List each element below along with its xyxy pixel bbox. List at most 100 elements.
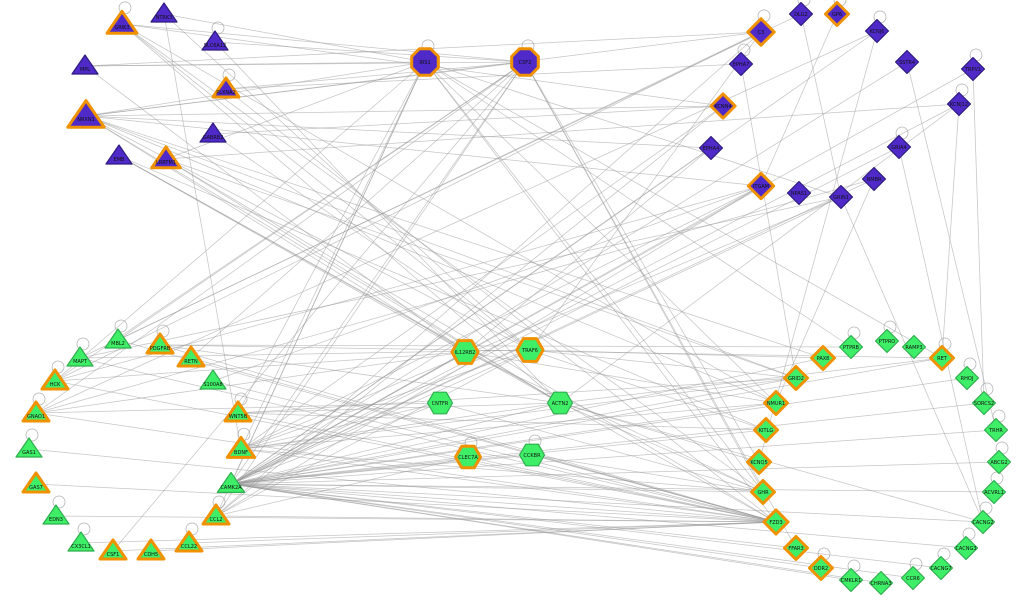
node-BDNF[interactable] xyxy=(225,435,257,459)
edge-BDNF-KCNN4 xyxy=(240,105,724,450)
node-CAMK2A[interactable] xyxy=(216,471,246,493)
edge-IRS1-PTPRB xyxy=(424,61,852,348)
edge-EMB-FZD3 xyxy=(118,155,777,523)
node-NMUR1[interactable] xyxy=(763,390,789,416)
edge-NRXN1-IRS1 xyxy=(85,61,426,117)
edge-BDNF-GRIN1 xyxy=(240,196,842,450)
node-C3[interactable] xyxy=(746,17,776,47)
node-NTRK3[interactable] xyxy=(150,2,178,23)
node-TRAF6[interactable] xyxy=(515,337,545,363)
node-MBL2[interactable] xyxy=(104,328,132,349)
node-TRPV1[interactable] xyxy=(960,56,986,82)
edge-IL12RB2-GNAO1 xyxy=(35,351,466,414)
node-GRIN1[interactable] xyxy=(828,184,854,210)
node-KCNJ12[interactable] xyxy=(946,91,972,117)
node-CCL2[interactable] xyxy=(201,503,231,526)
node-SORCS2[interactable] xyxy=(971,390,997,416)
node-PLXNA2[interactable] xyxy=(211,76,241,99)
node-SSTR4[interactable] xyxy=(894,49,920,75)
node-GNAO1[interactable] xyxy=(21,400,51,423)
node-LRRTM1[interactable] xyxy=(150,145,182,170)
node-CMKLR1[interactable] xyxy=(838,567,864,593)
edge-CAMK2A-FZD3 xyxy=(230,483,777,523)
edge-IRS1-CCL2 xyxy=(215,61,426,517)
edge-CCL2-C3 xyxy=(215,31,762,517)
edge-FZD3-RETN xyxy=(190,357,777,523)
edge-CLEC7A-CCL2 xyxy=(215,456,469,517)
node-MPL[interactable] xyxy=(71,54,99,75)
node-IL12RB2[interactable] xyxy=(450,339,480,365)
edge-CAMK2A-KCNJ12 xyxy=(230,103,960,485)
node-EPHA4[interactable] xyxy=(698,135,724,161)
edge-CNTFR-GHR xyxy=(439,402,764,493)
node-CACNG2[interactable] xyxy=(970,509,996,535)
node-CCR6[interactable] xyxy=(900,565,926,591)
node-TRHR[interactable] xyxy=(983,417,1009,443)
node-RHOJ[interactable] xyxy=(954,365,980,391)
edge-GNAO1-NMBR xyxy=(35,178,875,414)
node-GRID2[interactable] xyxy=(783,365,809,391)
node-NRXN1[interactable] xyxy=(66,99,106,129)
node-FFAR3[interactable] xyxy=(783,535,809,561)
edge-FZD3-CCL22 xyxy=(188,521,777,544)
node-ACTN2[interactable] xyxy=(546,391,574,415)
node-S100A8[interactable] xyxy=(199,369,227,390)
edge-TRAF6-KITLG xyxy=(529,349,767,431)
edge-NMBR-NMUR1 xyxy=(775,178,875,404)
self-loop-SLC6A12 xyxy=(211,21,225,35)
edge-FZD3-CCL2 xyxy=(215,515,777,523)
node-CHRNA3[interactable] xyxy=(868,570,894,596)
node-PTPRB[interactable] xyxy=(838,334,864,360)
node-ABCG2[interactable] xyxy=(986,449,1012,475)
node-CNTFR[interactable] xyxy=(426,391,454,415)
self-loop-MBL2 xyxy=(114,319,128,333)
node-GABRB2[interactable] xyxy=(199,122,227,143)
node-ITGAM[interactable] xyxy=(746,171,776,201)
node-CSF2[interactable] xyxy=(510,47,540,77)
node-IRS1[interactable] xyxy=(410,47,440,77)
node-SLC6A12[interactable] xyxy=(201,30,229,51)
node-PDGFRB[interactable] xyxy=(145,332,175,355)
node-CX3CL1[interactable] xyxy=(67,531,95,552)
edge-NRXN1-IL12RB2 xyxy=(85,115,466,353)
node-DDR2[interactable] xyxy=(808,555,834,581)
node-KCNN4[interactable] xyxy=(709,92,737,120)
node-GAS1[interactable] xyxy=(15,437,43,458)
node-HCK[interactable] xyxy=(40,368,70,391)
node-MAPT[interactable] xyxy=(66,346,94,367)
node-CSF1[interactable] xyxy=(98,538,128,561)
node-RET[interactable] xyxy=(929,345,955,371)
node-EPHA7[interactable] xyxy=(728,51,754,77)
node-CCKBR[interactable] xyxy=(518,443,546,467)
node-GAS7[interactable] xyxy=(21,471,51,494)
node-WNT5B[interactable] xyxy=(223,400,253,423)
node-GP6[interactable] xyxy=(824,1,850,27)
node-CACNG3[interactable] xyxy=(953,535,979,561)
edge-ACTN2-KCNJ12 xyxy=(559,103,960,404)
node-ACVRL1[interactable] xyxy=(981,479,1007,505)
node-DLG2[interactable] xyxy=(788,1,814,27)
node-NPAS1[interactable] xyxy=(786,180,812,206)
node-RAMP3[interactable] xyxy=(901,334,927,360)
node-CCL22[interactable] xyxy=(174,530,204,553)
edge-TRAF6-C3 xyxy=(529,31,762,351)
node-EDN3[interactable] xyxy=(42,504,70,525)
self-loop-MAPT xyxy=(76,337,90,351)
node-NMBR[interactable] xyxy=(861,166,887,192)
node-KCNQ5[interactable] xyxy=(746,449,772,475)
node-PAX8[interactable] xyxy=(810,345,836,371)
node-CLEC7A[interactable] xyxy=(454,444,482,470)
node-CDH5[interactable] xyxy=(136,538,166,561)
node-GHR[interactable] xyxy=(750,479,776,505)
node-KITLG[interactable] xyxy=(753,417,779,443)
node-RETN[interactable] xyxy=(176,345,206,368)
node-GRIK3[interactable] xyxy=(105,9,139,35)
node-FZD3[interactable] xyxy=(762,508,790,536)
node-KCNJ6[interactable] xyxy=(864,18,890,44)
node-CACNG7[interactable] xyxy=(928,555,954,581)
node-EMB[interactable] xyxy=(105,144,133,165)
edge-NRXN1-ITGAM xyxy=(85,115,762,187)
edge-NRXN1-EPHA4 xyxy=(85,115,712,149)
node-GRIA4[interactable] xyxy=(886,134,912,160)
node-PTPRO[interactable] xyxy=(874,328,900,354)
